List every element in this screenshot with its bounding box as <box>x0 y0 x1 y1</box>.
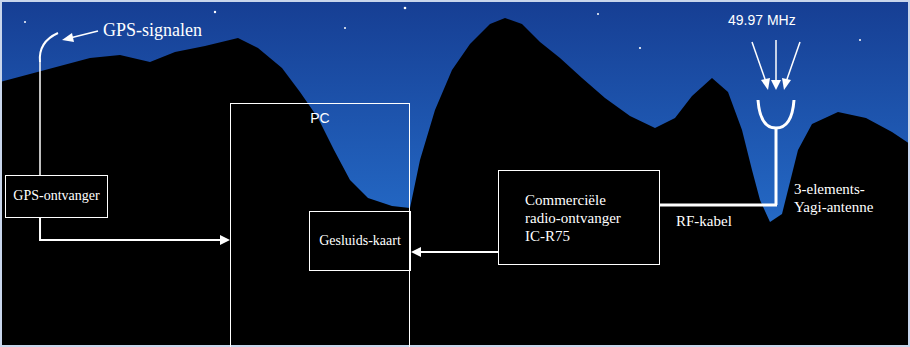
cable-label: RF-kabel <box>676 212 732 230</box>
signal-arrow <box>70 31 98 38</box>
signal-arrow <box>786 42 800 82</box>
star <box>859 39 861 41</box>
arrowhead <box>411 247 421 257</box>
star <box>597 13 599 15</box>
signal-arrowhead <box>782 78 791 90</box>
gps-antenna <box>40 33 58 62</box>
signal-arrowhead <box>761 78 770 90</box>
antenna-label: 3-elements-Yagi-antenne <box>794 180 884 216</box>
radio-receiver-box: Commerciële radio-ontvanger IC-R75 <box>498 170 660 265</box>
signal-arrow <box>752 42 766 82</box>
soundcard-box: Gesluids-kaart <box>309 211 411 271</box>
mountain-silhouette <box>0 18 910 347</box>
receiver-box: GPS-ontvanger <box>5 175 108 218</box>
rf-cable <box>660 204 777 207</box>
arrowhead <box>220 235 230 245</box>
star <box>214 11 216 13</box>
signal-arrowheads <box>761 78 791 90</box>
yagi-antenna <box>758 100 794 128</box>
box-text: Commerciële radio-ontvanger IC-R75 <box>525 191 633 245</box>
star <box>24 21 26 23</box>
connector-line <box>40 218 220 240</box>
star <box>344 27 346 29</box>
antenna-mast <box>775 128 778 205</box>
star <box>639 47 641 49</box>
signal-arrowhead <box>771 80 781 90</box>
box-text: GPS-ontvanger <box>13 188 99 205</box>
connector-arrow <box>40 218 230 245</box>
gps-antenna-wire <box>39 62 41 175</box>
signal-arrow <box>775 40 777 82</box>
frequency-label: 49.97 MHz <box>728 12 796 29</box>
stars <box>24 7 861 49</box>
incoming-signal-arrows <box>752 40 800 82</box>
computer-box: PC Gesluids-kaart <box>230 103 410 347</box>
signal-label: GPS-signalen <box>103 20 202 42</box>
box-text: PC <box>310 110 329 127</box>
connector-line <box>421 251 498 253</box>
connector-arrow <box>411 247 498 257</box>
signal-arrowhead <box>62 33 74 42</box>
box-text: Gesluids-kaart <box>319 233 401 250</box>
star <box>404 7 407 10</box>
